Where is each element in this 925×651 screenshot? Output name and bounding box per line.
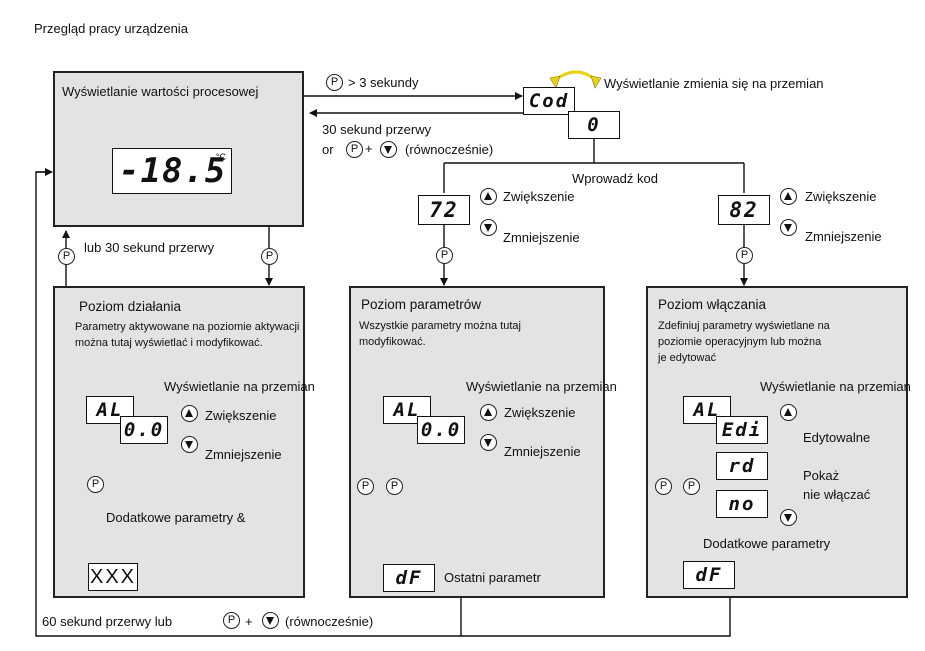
down-key-icon[interactable] <box>480 434 497 451</box>
down-key-icon[interactable] <box>780 219 797 236</box>
enable-param-display: AL <box>683 396 731 424</box>
code-72-display: 72 <box>418 195 470 225</box>
up-key-icon[interactable] <box>480 188 497 205</box>
operation-more-label: Dodatkowe parametry & <box>106 510 246 525</box>
branch-lines <box>443 139 745 193</box>
up-key-icon[interactable] <box>780 188 797 205</box>
process-display: -18.5 °C <box>112 148 232 194</box>
operation-last-display: XXX <box>88 563 138 591</box>
enable-show-option: rd <box>716 452 768 480</box>
operation-alternate-label: Wyświetlanie na przemian <box>164 379 315 394</box>
parameters-description: Wszystkie parametry można tutaj <box>359 320 521 332</box>
process-value: -18.5 <box>119 151 227 191</box>
last-parameter-label: Ostatni parametr <box>444 570 541 585</box>
parameters-value-display: 0.0 <box>417 416 465 444</box>
enable-panel: Poziom włączania Zdefiniuj parametry wyś… <box>646 286 911 598</box>
show-label: Pokaż <box>803 468 840 483</box>
parameters-panel: Poziom parametrów Wszystkie parametry mo… <box>349 286 617 598</box>
down-key-icon[interactable] <box>181 436 198 453</box>
enable-alternate-label: Wyświetlanie na przemian <box>760 379 911 394</box>
editable-label: Edytowalne <box>803 430 871 445</box>
p-key-icon[interactable]: P <box>346 141 363 158</box>
up-key-icon[interactable] <box>480 404 497 421</box>
parameters-title: Poziom parametrów <box>361 297 482 312</box>
process-panel: Wyświetlanie wartości procesowej -18.5 °… <box>53 71 304 227</box>
plus-sign: + <box>365 141 373 156</box>
bottom-simultaneous-label: (równocześnie) <box>285 614 374 629</box>
down-key-icon[interactable] <box>380 141 397 158</box>
up-key-icon[interactable] <box>780 404 797 421</box>
enable-description: Zdefiniuj parametry wyświetlane na <box>658 320 830 332</box>
p-key-icon[interactable]: P <box>261 248 278 265</box>
increase-label: Zwiększenie <box>504 405 576 420</box>
parameters-last-display: dF <box>383 564 435 592</box>
down-key-icon[interactable] <box>262 612 279 629</box>
or-label: or <box>322 142 334 157</box>
decrease-label: Zmniejszenie <box>805 229 882 244</box>
parameters-description: modyfikować. <box>359 336 426 348</box>
cod-display: Cod <box>523 87 575 115</box>
p-key-icon[interactable]: P <box>655 478 672 495</box>
code-82-display: 82 <box>718 195 770 225</box>
enable-description: poziomie operacyjnym lub można <box>658 336 822 348</box>
page-title: Przegląd pracy urządzenia <box>34 21 188 36</box>
process-unit: °C <box>215 152 226 162</box>
operation-description: Parametry aktywowane na poziomie aktywac… <box>75 321 300 333</box>
plus-sign: + <box>245 614 253 629</box>
down-key-icon[interactable] <box>480 219 497 236</box>
operation-value-display: 0.0 <box>120 416 168 444</box>
simultaneous-label: (równocześnie) <box>405 142 494 157</box>
enable-more-label: Dodatkowe parametry <box>703 536 831 551</box>
enter-code-label: Wprowadź kod <box>572 171 658 186</box>
increase-label: Zwiększenie <box>205 408 277 423</box>
no-enable-label: nie włączać <box>803 487 871 502</box>
enable-title: Poziom włączania <box>658 297 767 312</box>
bottom-return-label: 60 sekund przerwy lub <box>42 614 173 629</box>
decrease-label: Zmniejszenie <box>205 447 282 462</box>
increase-label: Zwiększenie <box>503 189 575 204</box>
decrease-label: Zmniejszenie <box>504 444 581 459</box>
bottom-loop-right <box>461 598 731 637</box>
left-return-label: lub 30 sekund przerwy <box>84 240 215 255</box>
down-key-icon[interactable] <box>780 509 797 526</box>
enable-description: je edytować <box>658 352 717 364</box>
increase-label: Zwiększenie <box>805 189 877 204</box>
process-title: Wyświetlanie wartości procesowej <box>62 84 259 99</box>
p-key-icon[interactable]: P <box>683 478 700 495</box>
alternate-label-top: Wyświetlanie zmienia się na przemian <box>604 76 824 91</box>
p-key-icon[interactable]: P <box>326 74 343 91</box>
p-key-icon[interactable]: P <box>87 476 104 493</box>
enable-edit-option: Edi <box>716 416 768 444</box>
p-key-icon[interactable]: P <box>386 478 403 495</box>
p-key-icon[interactable]: P <box>58 248 75 265</box>
zero-display: 0 <box>568 111 620 139</box>
p-hold-label: > 3 sekundy <box>348 75 419 90</box>
parameters-alternate-label: Wyświetlanie na przemian <box>466 379 617 394</box>
enable-last-display: dF <box>683 561 735 589</box>
p-key-icon[interactable]: P <box>357 478 374 495</box>
p-key-icon[interactable]: P <box>736 247 753 264</box>
operation-panel: Poziom działania Parametry aktywowane na… <box>53 286 315 598</box>
p-key-icon[interactable]: P <box>223 612 240 629</box>
timeout-label: 30 sekund przerwy <box>322 122 432 137</box>
operation-description: można tutaj wyświetlać i modyfikować. <box>75 337 263 349</box>
p-key-icon[interactable]: P <box>436 247 453 264</box>
enable-no-option: no <box>716 490 768 518</box>
operation-title: Poziom działania <box>79 299 182 314</box>
decrease-label: Zmniejszenie <box>503 230 580 245</box>
up-key-icon[interactable] <box>181 405 198 422</box>
